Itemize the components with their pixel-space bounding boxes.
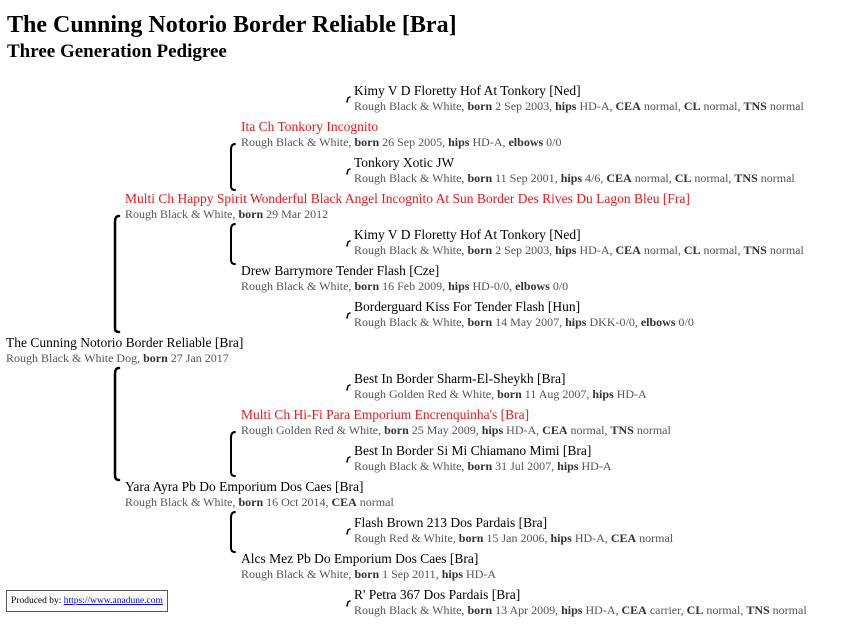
dog-name: R' Petra 367 Dos Pardais [Bra] xyxy=(354,587,521,602)
dog-details: Rough Red & White, born 15 Jan 2006, hip… xyxy=(354,531,674,545)
pedigree-entry-sire-dam-sire: Kimy V D Floretty Hof At Tonkory [Ned]Ro… xyxy=(354,227,804,257)
page-title: The Cunning Notorio Border Reliable [Bra… xyxy=(7,12,457,38)
dog-name: Multi Ch Hi-Fi Para Emporium Encrenquinh… xyxy=(241,407,530,422)
tick-gen3-4 xyxy=(346,312,351,319)
dog-details: Rough Black & White, born 13 Apr 2009, h… xyxy=(354,603,807,617)
tick-gen3-2 xyxy=(346,168,351,175)
produced-by-label: Produced by: xyxy=(11,596,62,606)
dog-name: Borderguard Kiss For Tender Flash [Hun] xyxy=(354,299,581,314)
bracket-sire-sire xyxy=(230,143,236,191)
dog-name: Drew Barrymore Tender Flash [Cze] xyxy=(241,263,440,278)
dog-details: Rough Golden Red & White, born 11 Aug 20… xyxy=(354,387,647,401)
dog-name: Ita Ch Tonkory Incognito xyxy=(241,119,379,134)
dog-details: Rough Black & White, born 1 Sep 2011, hi… xyxy=(241,567,497,581)
dog-name: Tonkory Xotic JW xyxy=(354,155,455,170)
bracket-subject-sire xyxy=(113,214,121,334)
pedigree-entry-dam-sire: Multi Ch Hi-Fi Para Emporium Encrenquinh… xyxy=(241,407,671,437)
pedigree-entry-dam-sire-sire: Best In Border Sharm-El-Sheykh [Bra]Roug… xyxy=(354,371,647,401)
tick-gen3-8 xyxy=(346,600,351,607)
dog-details: Rough Black & White, born 31 Jul 2007, h… xyxy=(354,459,612,473)
dog-details: Rough Black & White, born 16 Oct 2014, C… xyxy=(125,495,394,509)
tick-gen3-3 xyxy=(346,240,351,247)
pedigree-entry-dam-dam-sire: Flash Brown 213 Dos Pardais [Bra]Rough R… xyxy=(354,515,673,545)
dog-name: Kimy V D Floretty Hof At Tonkory [Ned] xyxy=(354,83,581,98)
pedigree-entry-dam-dam: Alcs Mez Pb Do Emporium Dos Caes [Bra]Ro… xyxy=(241,551,496,581)
produced-by-box: Produced by: https://www.anadune.com xyxy=(6,590,168,612)
tick-gen3-7 xyxy=(346,528,351,535)
dog-name: Yara Ayra Pb Do Emporium Dos Caes [Bra] xyxy=(125,479,364,494)
pedigree-entry-sire-sire-sire: Kimy V D Floretty Hof At Tonkory [Ned]Ro… xyxy=(354,83,804,113)
pedigree-entry-subject: The Cunning Notorio Border Reliable [Bra… xyxy=(6,335,243,365)
dog-details: Rough Black & White, born 16 Feb 2009, h… xyxy=(241,279,569,293)
anadune-link[interactable]: https://www.anadune.com xyxy=(63,596,163,606)
dog-details: Rough Black & White, born 2 Sep 2003, hi… xyxy=(354,243,804,257)
dog-details: Rough Golden Red & White, born 25 May 20… xyxy=(241,423,671,437)
dog-name: The Cunning Notorio Border Reliable [Bra… xyxy=(6,335,244,350)
pedigree-entry-dam: Yara Ayra Pb Do Emporium Dos Caes [Bra]R… xyxy=(125,479,394,509)
tick-gen3-6 xyxy=(346,456,351,463)
page-subtitle: Three Generation Pedigree xyxy=(7,41,227,62)
bracket-subject-dam xyxy=(113,366,121,482)
pedigree-entry-sire-dam-dam: Borderguard Kiss For Tender Flash [Hun]R… xyxy=(354,299,694,329)
dog-name: Alcs Mez Pb Do Emporium Dos Caes [Bra] xyxy=(241,551,479,566)
dog-details: Rough Black & White, born 2 Sep 2003, hi… xyxy=(354,99,804,113)
dog-name: Best In Border Sharm-El-Sheykh [Bra] xyxy=(354,371,566,386)
dog-details: Rough Black & White, born 26 Sep 2005, h… xyxy=(241,135,562,149)
dog-details: Rough Black & White, born 11 Sep 2001, h… xyxy=(354,171,795,185)
dog-details: Rough Black & White, born 29 Mar 2012 xyxy=(125,207,329,221)
dog-name: Kimy V D Floretty Hof At Tonkory [Ned] xyxy=(354,227,581,242)
pedigree-entry-dam-dam-dam: R' Petra 367 Dos Pardais [Bra]Rough Blac… xyxy=(354,587,807,617)
dog-details: Rough Black & White Dog, born 27 Jan 201… xyxy=(6,351,229,365)
tick-gen3-1 xyxy=(346,96,351,103)
bracket-dam-dam xyxy=(230,511,236,553)
dog-name: Flash Brown 213 Dos Pardais [Bra] xyxy=(354,515,548,530)
dog-name: Best In Border Si Mi Chiamano Mimi [Bra] xyxy=(354,443,592,458)
dog-name: Multi Ch Happy Spirit Wonderful Black An… xyxy=(125,191,690,206)
pedigree-entry-dam-sire-dam: Best In Border Si Mi Chiamano Mimi [Bra]… xyxy=(354,443,612,473)
pedigree-entry-sire: Multi Ch Happy Spirit Wonderful Black An… xyxy=(125,191,690,221)
dog-details: Rough Black & White, born 14 May 2007, h… xyxy=(354,315,694,329)
tick-gen3-5 xyxy=(346,384,351,391)
bracket-dam-sire xyxy=(230,431,236,477)
bracket-sire-dam xyxy=(230,223,236,265)
pedigree-entry-sire-dam: Drew Barrymore Tender Flash [Cze]Rough B… xyxy=(241,263,568,293)
